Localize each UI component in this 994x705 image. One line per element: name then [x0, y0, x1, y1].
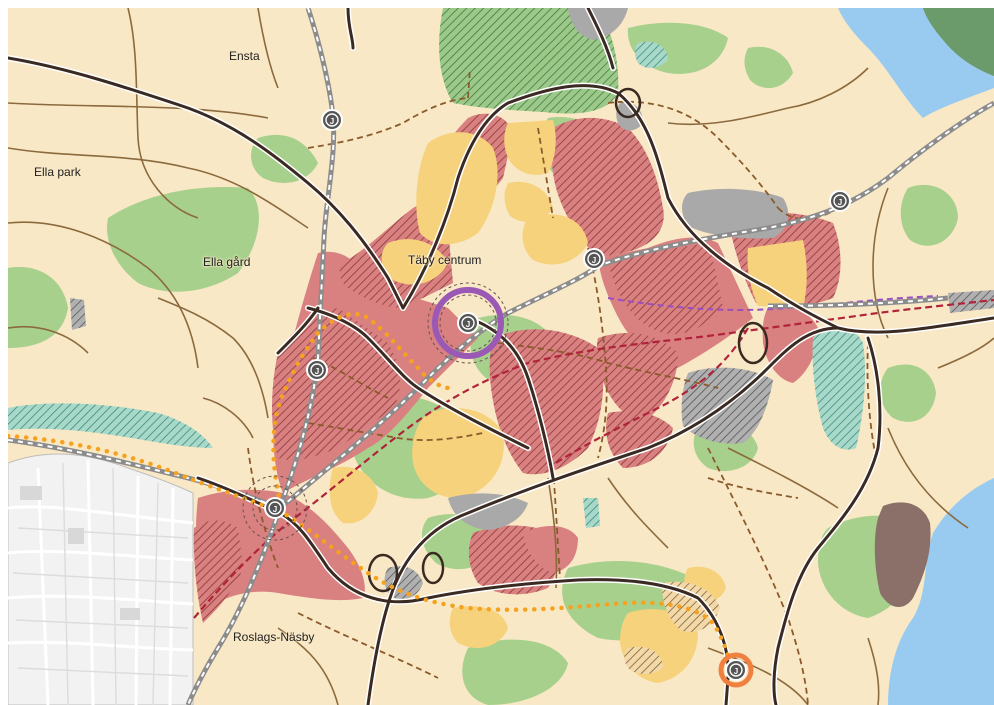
local-roads: [8, 8, 994, 705]
svg-text:J: J: [315, 367, 319, 376]
svg-text:J: J: [273, 505, 277, 514]
dashed-red-route-branch: [547, 327, 749, 469]
map-canvas[interactable]: J J J J J J J: [8, 8, 994, 705]
station-influence-rings: [242, 282, 509, 541]
station-marker-south[interactable]: J: [725, 659, 747, 681]
dark-forest-northeast: [923, 8, 994, 76]
hatched-south: [662, 581, 720, 632]
dense-urban-zones: [193, 113, 841, 623]
svg-text:J: J: [838, 198, 842, 207]
station-marker-east-of-centrum[interactable]: J: [583, 248, 605, 270]
station-marker-northeast[interactable]: J: [829, 190, 851, 212]
place-label-ella-park: Ella park: [34, 165, 81, 179]
place-label-ensta: Ensta: [229, 49, 260, 63]
place-label-taby-centrum: Täby centrum: [408, 253, 482, 267]
water-southeast: [888, 478, 994, 705]
svg-text:J: J: [466, 320, 470, 329]
svg-text:J: J: [330, 117, 334, 126]
map-view[interactable]: J J J J J J J: [8, 8, 994, 705]
taby-centrum-highlight-ring: [432, 287, 504, 359]
place-label-ella-gard: Ella gård: [203, 255, 251, 269]
station-marker-roslags-nasby[interactable]: J: [264, 497, 286, 519]
station-markers[interactable]: J J J J J J J: [264, 109, 851, 681]
south-station-highlight-ring: [718, 652, 754, 688]
svg-text:J: J: [592, 256, 596, 265]
wetlands: [8, 41, 866, 528]
dotted-orange-route-north: [271, 311, 451, 516]
station-marker-west[interactable]: J: [306, 359, 328, 381]
brown-zone-east: [874, 502, 931, 608]
dashed-red-route: [193, 298, 994, 619]
station-marker-taby-centrum[interactable]: J: [457, 312, 479, 334]
dotted-orange-route: [8, 433, 736, 676]
hatched-south-2: [624, 646, 663, 674]
neighbouring-town: [8, 453, 194, 705]
station-marker-ensta[interactable]: J: [321, 109, 343, 131]
svg-text:J: J: [734, 667, 738, 676]
place-label-roslags-nasby: Roslags-Näsby: [233, 630, 315, 644]
